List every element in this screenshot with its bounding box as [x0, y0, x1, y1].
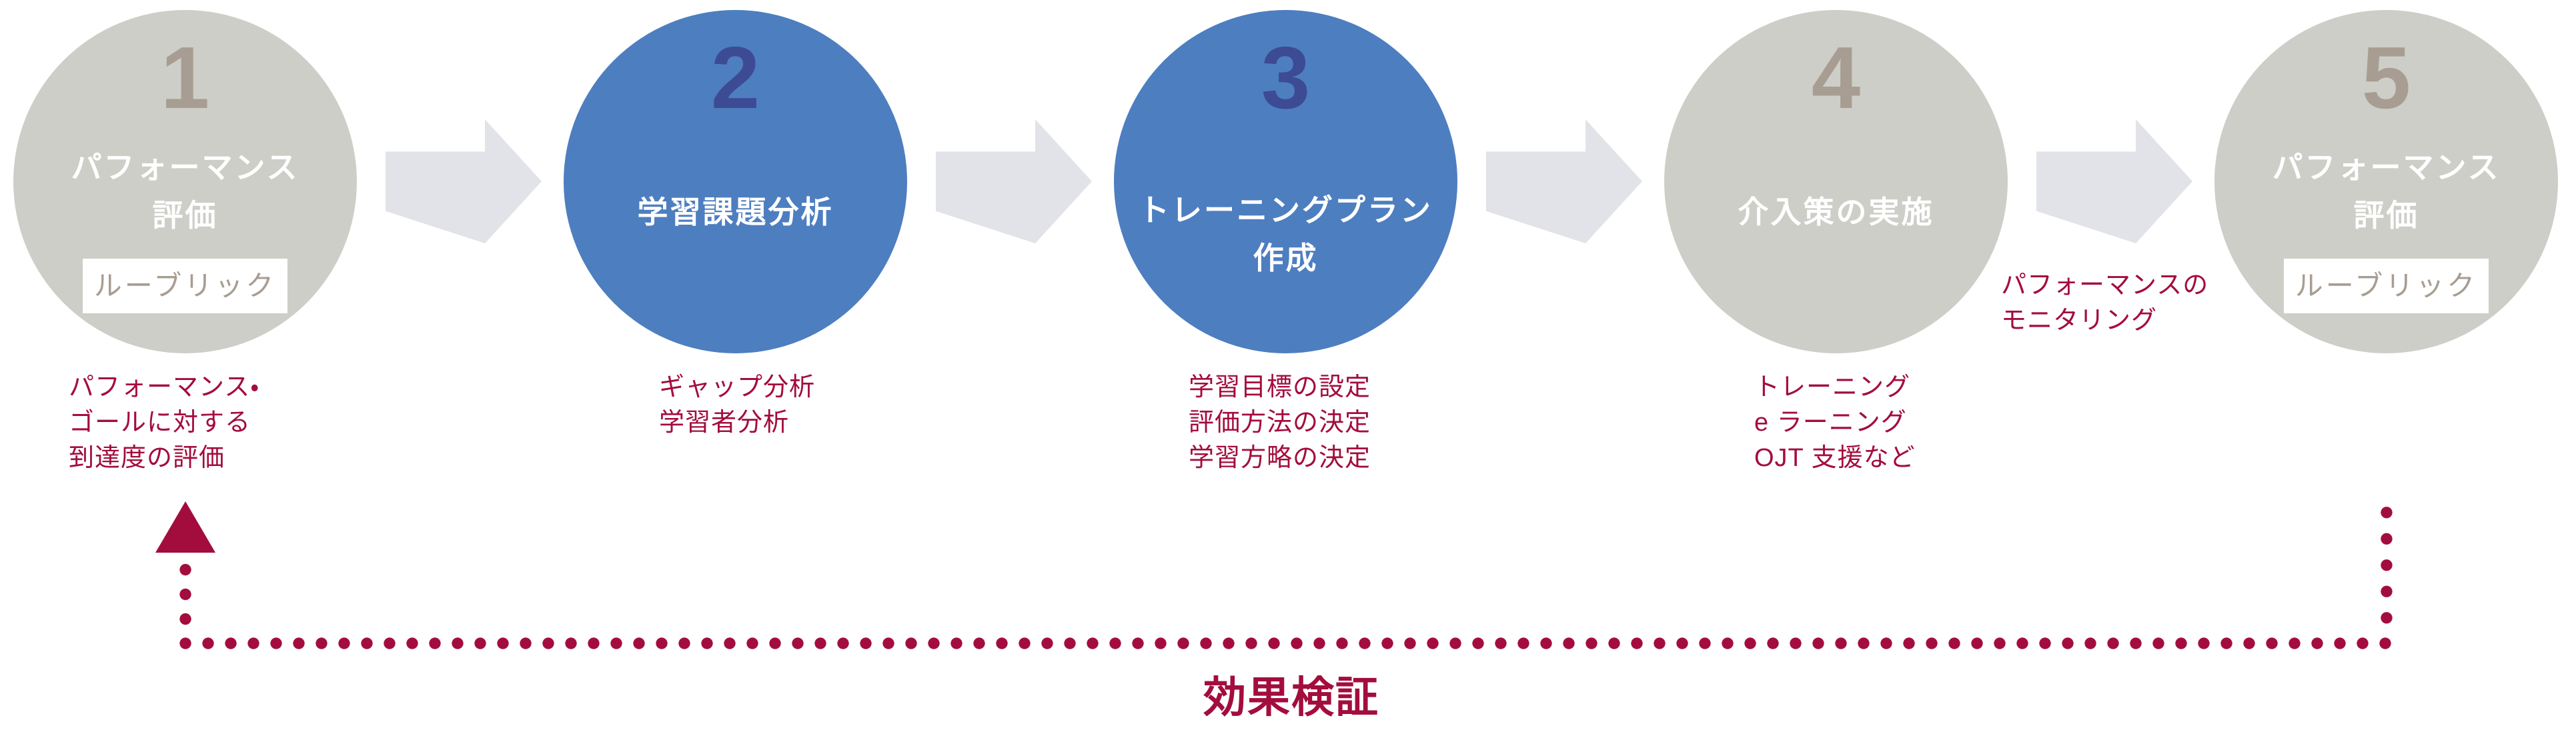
- step-note-1-line-3: 到達度の評価: [69, 444, 225, 472]
- arrow-right-icon-4: [2036, 119, 2192, 243]
- step-note-4: トレーニング e ラーニング OJT 支援など: [1754, 370, 1916, 476]
- step-circle-2: 2 学習課題分析: [564, 10, 907, 353]
- step-circle-5: 5 パフォーマンス 評価 ルーブリック: [2214, 10, 2558, 353]
- step-circle-4: 4 介入策の実施: [1664, 10, 2008, 353]
- step-note-2-line-2: 学習者分析: [659, 409, 790, 437]
- monitoring-note: パフォーマンスの モニタリング: [2001, 268, 2208, 339]
- monitoring-note-line-1: パフォーマンスの: [2001, 271, 2209, 299]
- step-circle-3: 3 トレーニングプラン 作成: [1114, 10, 1457, 353]
- step-title-1: パフォーマンス 評価: [13, 143, 357, 239]
- step-note-1-line-1: パフォーマンス・: [69, 373, 260, 401]
- step-note-4-line-2: e ラーニング: [1754, 409, 1907, 437]
- step-note-2: ギャップ分析 学習者分析: [659, 370, 815, 441]
- step-title-3-line-1: トレーニングプラン: [1139, 193, 1433, 227]
- arrow-up-icon: [155, 501, 215, 553]
- step-title-3-line-2: 作成: [1253, 241, 1319, 275]
- step-note-4-line-1: トレーニング: [1754, 373, 1911, 401]
- step-number-4: 4: [1811, 29, 1861, 127]
- arrow-right-icon-1: [386, 119, 542, 243]
- dotted-line-right: [2381, 499, 2393, 631]
- dotted-line-left: [179, 557, 191, 631]
- rubric-badge-1: ルーブリック: [83, 259, 287, 313]
- monitoring-note-line-2: モニタリング: [2001, 307, 2158, 335]
- step-title-1-line-1: パフォーマンス: [71, 150, 299, 185]
- step-number-1: 1: [160, 29, 210, 127]
- step-note-1: パフォーマンス・ ゴールに対する 到達度の評価: [69, 370, 259, 476]
- step-title-4: 介入策の実施: [1738, 195, 1934, 229]
- rubric-badge-5: ルーブリック: [2284, 259, 2489, 313]
- step-title-5-line-2: 評価: [2353, 198, 2419, 233]
- step-title-5: パフォーマンス 評価: [2214, 143, 2558, 239]
- step-note-2-line-1: ギャップ分析: [659, 373, 816, 401]
- arrow-right-icon-3: [1486, 119, 1642, 243]
- step-note-3-line-1: 学習目標の設定: [1189, 373, 1371, 401]
- dotted-line-bottom: [174, 637, 2397, 649]
- step-number-3: 3: [1261, 29, 1311, 127]
- step-note-3: 学習目標の設定 評価方法の決定 学習方略の決定: [1189, 370, 1371, 476]
- step-note-1-line-2: ゴールに対する: [69, 409, 251, 437]
- arrow-right-icon-2: [936, 119, 1092, 243]
- step-title-3: トレーニングプラン 作成: [1114, 186, 1457, 282]
- step-title-2: 学習課題分析: [637, 195, 834, 229]
- step-number-5: 5: [2361, 29, 2411, 127]
- feedback-loop-label: 効果検証: [1203, 673, 1379, 721]
- step-circle-1: 1 パフォーマンス 評価 ルーブリック: [13, 10, 357, 353]
- step-note-3-line-3: 学習方略の決定: [1189, 444, 1371, 472]
- step-title-5-line-1: パフォーマンス: [2272, 150, 2501, 185]
- step-number-2: 2: [710, 29, 760, 127]
- step-note-4-line-3: OJT 支援など: [1754, 444, 1916, 472]
- step-note-3-line-2: 評価方法の決定: [1189, 409, 1371, 437]
- step-title-1-line-2: 評価: [152, 198, 218, 233]
